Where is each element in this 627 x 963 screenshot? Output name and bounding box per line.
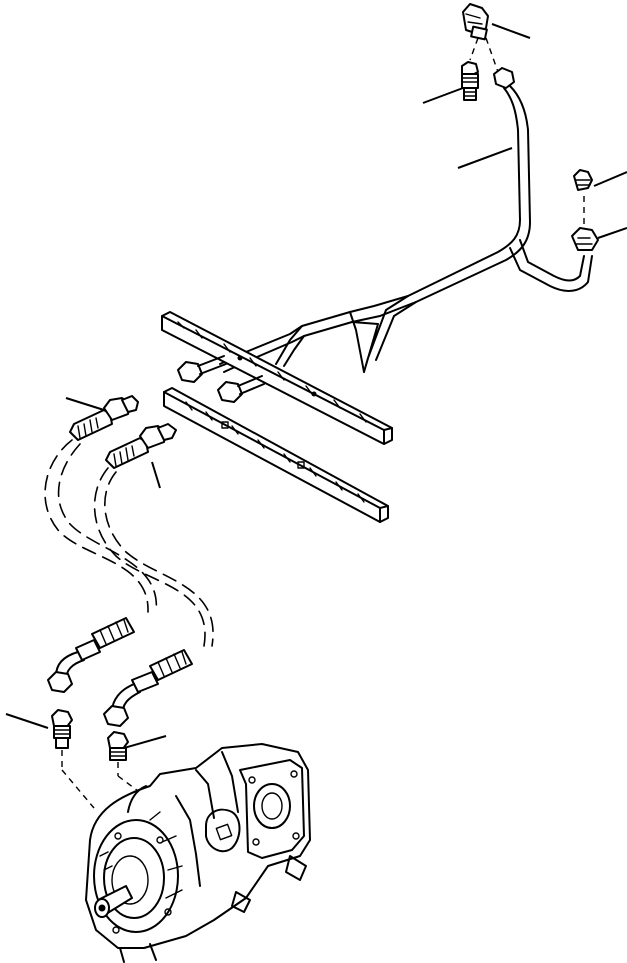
nut-icon <box>103 705 129 727</box>
bulkhead-fitting-icon <box>105 423 177 469</box>
tube-icon <box>219 67 593 373</box>
leader-bulkhead-left <box>65 397 105 411</box>
nut-icon <box>571 227 599 251</box>
leader-bulkhead-right <box>151 461 161 489</box>
connector-icon <box>461 61 479 101</box>
hose-end-right <box>103 649 193 727</box>
elbow-fitting-icon <box>462 3 499 73</box>
hose-end-left <box>47 617 135 693</box>
leader-nut-right <box>597 227 627 239</box>
leader-elbow-top <box>491 23 531 39</box>
nut-icon <box>47 671 73 693</box>
connector-icon <box>51 709 95 809</box>
leader-connector-right <box>593 171 627 187</box>
hose-icon <box>93 467 214 647</box>
clamp-bar-icon <box>161 311 393 445</box>
bulkhead-fitting-icon <box>69 395 139 441</box>
pump-icon <box>85 743 311 963</box>
leader-connector-top <box>422 87 464 104</box>
leader-lines <box>5 23 627 749</box>
bolt-group <box>177 355 265 403</box>
leader-connector-pump-right <box>123 735 167 749</box>
connector-right-group <box>571 169 599 251</box>
hose-icon <box>44 439 157 613</box>
leader-connector-pump-left <box>5 713 49 729</box>
clamp-bar-icon <box>163 387 389 523</box>
leader-steel-tube <box>457 147 513 169</box>
